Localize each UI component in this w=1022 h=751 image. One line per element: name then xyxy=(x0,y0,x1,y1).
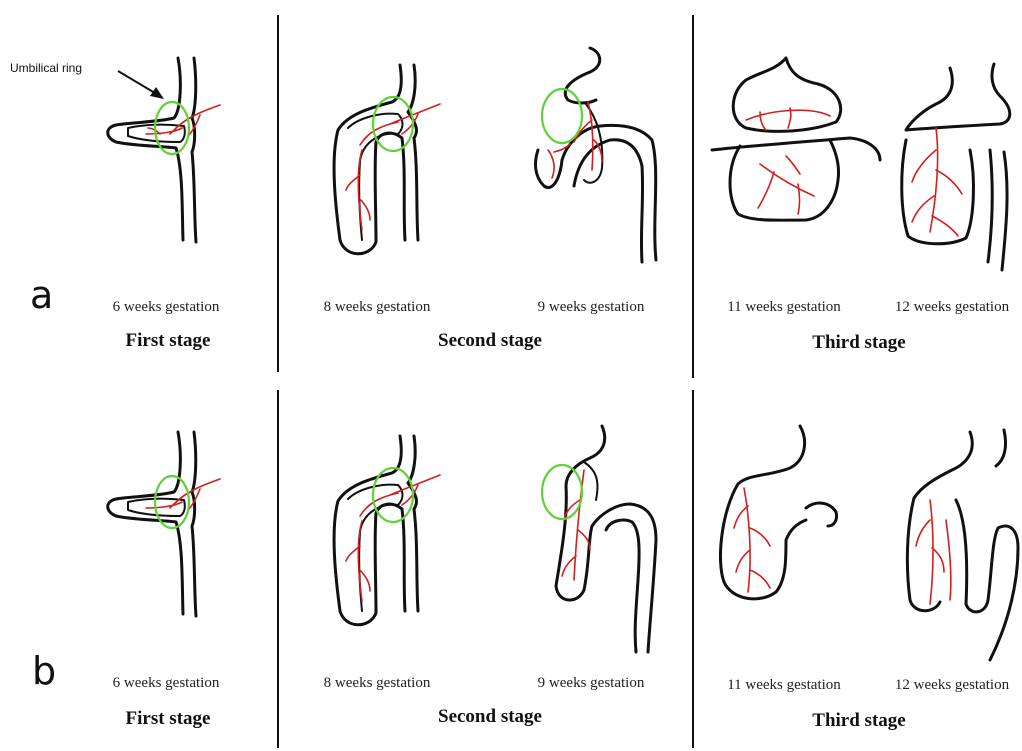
caption-a-8-weeks: 8 weeks gestation xyxy=(324,299,431,315)
diagram-b-12-weeks xyxy=(907,430,1018,660)
caption-b-9-weeks: 9 weeks gestation xyxy=(538,675,645,691)
panel-letter-b: b xyxy=(32,649,56,693)
caption-b-8-weeks: 8 weeks gestation xyxy=(324,675,431,691)
caption-b-6-weeks: 6 weeks gestation xyxy=(113,675,220,691)
diagram-a-11-weeks xyxy=(712,58,880,220)
stage-a-second: Second stage xyxy=(438,330,542,351)
diagram-b-6-weeks xyxy=(108,432,220,616)
stage-b-third: Third stage xyxy=(812,710,905,731)
stage-a-first: First stage xyxy=(126,330,211,351)
diagram-b-8-weeks xyxy=(334,436,440,625)
stage-b-second: Second stage xyxy=(438,706,542,727)
diagram-b-11-weeks xyxy=(720,426,836,599)
caption-a-11-weeks: 11 weeks gestation xyxy=(727,299,841,315)
caption-b-12-weeks: 12 weeks gestation xyxy=(895,677,1010,693)
caption-a-6-weeks: 6 weeks gestation xyxy=(113,299,220,315)
diagram-a-6-weeks xyxy=(108,58,220,242)
umbilical-ring-label: Umbilical ring xyxy=(10,61,82,75)
diagram-b-9-weeks xyxy=(542,426,656,652)
diagram-a-8-weeks xyxy=(334,65,440,254)
diagram-a-12-weeks xyxy=(902,64,1010,270)
stage-a-third: Third stage xyxy=(812,332,905,353)
arrow-icon xyxy=(118,71,164,99)
caption-b-11-weeks: 11 weeks gestation xyxy=(727,677,841,693)
caption-a-9-weeks: 9 weeks gestation xyxy=(538,299,645,315)
panel-letter-a: a xyxy=(30,273,53,317)
diagram-a-9-weeks xyxy=(536,48,656,262)
caption-a-12-weeks: 12 weeks gestation xyxy=(895,299,1010,315)
stage-b-first: First stage xyxy=(126,708,211,729)
